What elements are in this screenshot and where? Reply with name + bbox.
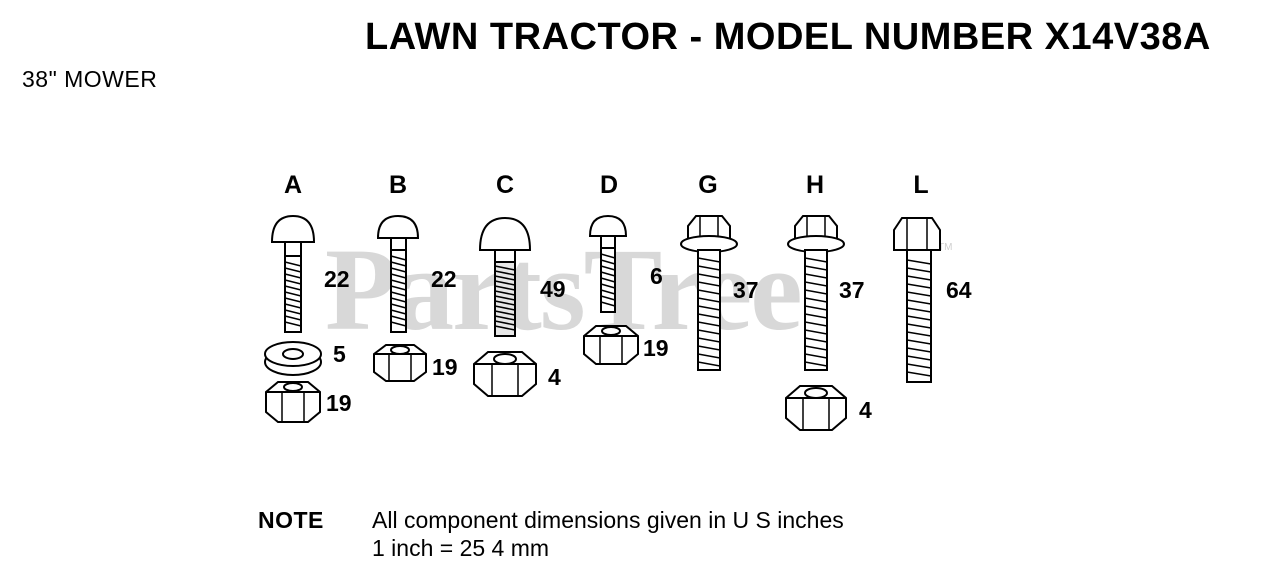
note-text-conversion: 1 inch = 25 4 mm: [372, 535, 550, 561]
qty-h-nut: 4: [859, 397, 872, 423]
column-label-h: H: [806, 171, 824, 199]
qty-b-bolt: 22: [431, 266, 457, 292]
qty-g-bolt: 37: [733, 277, 759, 303]
column-label-b: B: [389, 171, 407, 199]
qty-c-nut: 4: [548, 364, 561, 390]
column-label-l: L: [913, 171, 928, 199]
hex-nut-a: [265, 381, 321, 423]
note-label: NOTE: [258, 507, 324, 533]
qty-a-washer: 5: [333, 341, 346, 367]
carriage-bolt-b: [376, 214, 420, 333]
hex-nut-d: [583, 325, 639, 365]
hex-nut-c: [473, 351, 537, 397]
hex-nut-h: [785, 385, 847, 431]
column-label-c: C: [496, 171, 514, 199]
page-title: LAWN TRACTOR - MODEL NUMBER X14V38A: [365, 16, 1211, 58]
watermark-trademark: TM: [938, 242, 953, 253]
flat-washer-a: [264, 341, 322, 376]
flange-bolt-g: [680, 215, 738, 371]
note-text-dimensions: All component dimensions given in U S in…: [372, 507, 844, 533]
qty-h-bolt: 37: [839, 277, 865, 303]
hex-nut-b: [373, 344, 427, 382]
carriage-bolt-c: [478, 216, 532, 337]
qty-b-nut: 19: [432, 354, 458, 380]
column-label-d: D: [600, 171, 618, 199]
qty-a-bolt: 22: [324, 266, 350, 292]
column-label-g: G: [698, 171, 717, 199]
qty-c-bolt: 49: [540, 276, 566, 302]
qty-l-bolt: 64: [946, 277, 972, 303]
hex-bolt-l: [893, 217, 941, 383]
mower-size-label: 38" MOWER: [22, 66, 158, 92]
column-label-a: A: [284, 171, 302, 199]
flange-bolt-h: [787, 215, 845, 371]
qty-d-nut: 19: [643, 335, 669, 361]
carriage-bolt-d: [588, 214, 628, 313]
carriage-bolt-a: [270, 214, 316, 333]
qty-a-nut: 19: [326, 390, 352, 416]
qty-d-bolt: 6: [650, 263, 663, 289]
